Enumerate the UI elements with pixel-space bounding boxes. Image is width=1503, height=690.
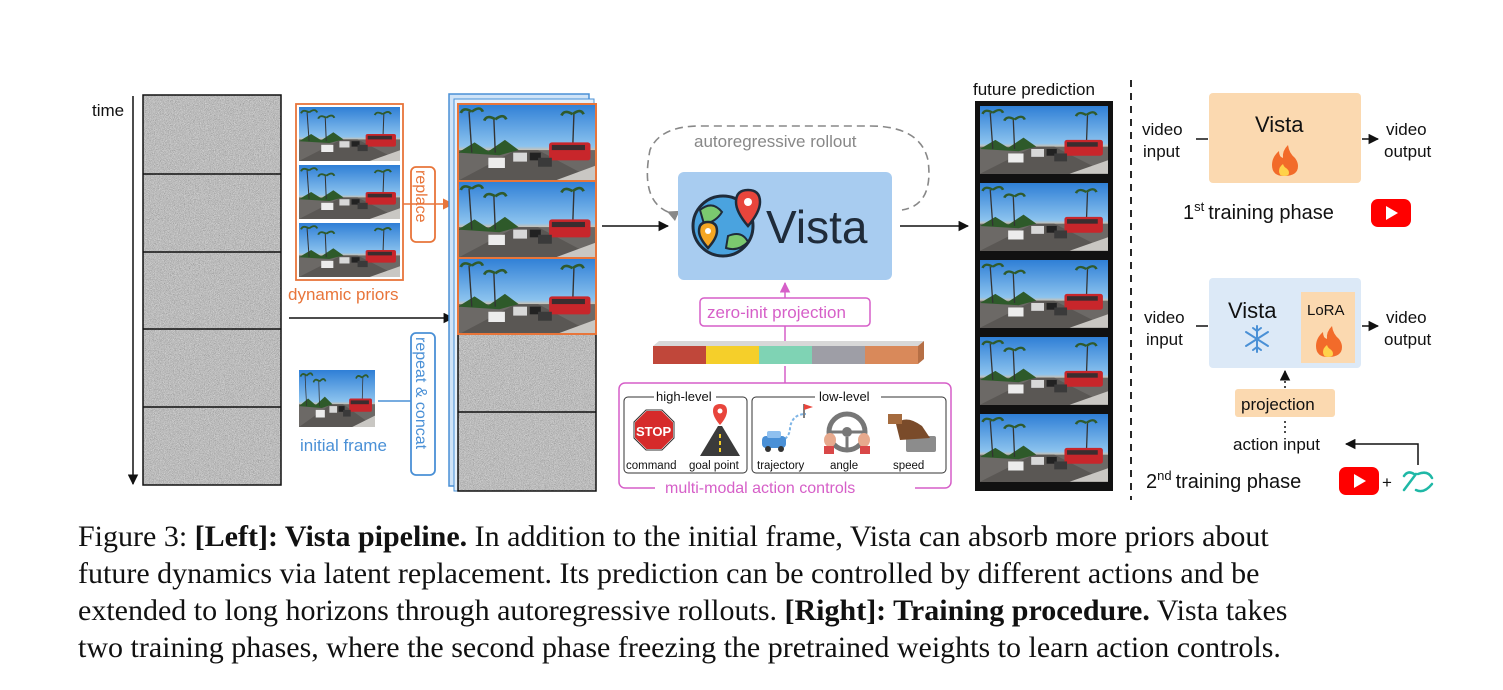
- phase1-output-line1: video: [1386, 120, 1427, 139]
- control-label-angle: angle: [830, 460, 858, 472]
- action-token-1: [706, 346, 759, 364]
- projection-box: [1235, 389, 1335, 417]
- autoregressive-label: autoregressive rollout: [694, 132, 857, 151]
- snowflake-icon: [1245, 325, 1269, 353]
- initial-frame-image: [298, 369, 376, 428]
- caption-right-title: [Right]: Training procedure.: [784, 594, 1150, 627]
- action-token-bar: [653, 341, 924, 364]
- lora-fire-icon: [1316, 326, 1342, 357]
- caption-line-1: Figure 3: [Left]: Vista pipeline. In add…: [78, 520, 1269, 553]
- steering-wheel-icon: [824, 411, 870, 454]
- action-token-2: [759, 346, 812, 364]
- phase2-input-line1: video: [1144, 308, 1185, 327]
- action-input-label: action input: [1233, 435, 1320, 454]
- phase1-fire-icon: [1272, 145, 1298, 176]
- phase1-vista-box: [1209, 93, 1361, 183]
- lora-label: LoRA: [1307, 302, 1345, 319]
- repeat-concat-tag: [410, 332, 436, 476]
- future-prediction-frames: [975, 101, 1113, 491]
- initial-frame-label: initial frame: [300, 436, 387, 455]
- caption-left-title: [Left]: Vista pipeline.: [194, 520, 468, 553]
- phase2-output-line2: output: [1384, 330, 1432, 349]
- action-input-arrow: [1344, 438, 1419, 465]
- phase2-vista-label: Vista: [1228, 298, 1277, 323]
- control-labels: command goal point trajectory angle spee…: [626, 460, 924, 472]
- action-token-4: [865, 346, 918, 364]
- high-level-label: high-level: [656, 389, 712, 404]
- trajectory-icon: [762, 404, 813, 452]
- action-token-top: [653, 341, 924, 346]
- vista-title: Vista: [766, 201, 868, 253]
- goal-point-icon: [700, 404, 740, 456]
- low-level-label: low-level: [819, 389, 870, 404]
- replace-label: replace: [412, 170, 429, 223]
- phase2-input-line2: input: [1146, 330, 1183, 349]
- caption-line-3: extended to long horizons through autore…: [78, 594, 1288, 627]
- control-label-trajectory: trajectory: [757, 460, 805, 472]
- dynamic-priors-box: [295, 103, 404, 281]
- caption-line-2: future dynamics via latent replacement. …: [78, 557, 1260, 590]
- multimodal-label: multi-modal action controls: [665, 480, 855, 497]
- projection-label: projection: [1241, 395, 1315, 414]
- action-data-icon: [1402, 471, 1434, 493]
- phase1-input-line1: video: [1142, 120, 1183, 139]
- action-token-0: [653, 346, 706, 364]
- action-token-side: [918, 341, 924, 364]
- time-label: time: [92, 101, 124, 120]
- vista-figure: time dynamic priors replace initial fram…: [92, 80, 1434, 500]
- future-prediction-label: future prediction: [973, 80, 1095, 99]
- dynamic-priors-label: dynamic priors: [288, 285, 399, 304]
- phase1-output-line2: output: [1384, 142, 1432, 161]
- figure-caption: Figure 3: [Left]: Vista pipeline. In add…: [78, 518, 1478, 666]
- phase1-vista-label: Vista: [1255, 112, 1304, 137]
- globe-pin-icon: [691, 188, 762, 258]
- control-label-command: command: [626, 460, 677, 472]
- control-label-goal-point: goal point: [689, 460, 740, 472]
- plus-sign: +: [1382, 473, 1392, 492]
- latent-stack: [448, 93, 598, 492]
- caption-line-4: two training phases, where the second ph…: [78, 631, 1281, 664]
- phase2-output-line1: video: [1386, 308, 1427, 327]
- repeat-concat-label: repeat & concat: [412, 337, 429, 450]
- stop-sign-icon: STOP: [633, 409, 675, 451]
- noise-frames: [142, 94, 282, 486]
- phase1-input-line2: input: [1143, 142, 1180, 161]
- speed-pedal-icon: [888, 414, 936, 452]
- zero-init-label: zero-init projection: [707, 303, 846, 322]
- action-token-3: [812, 346, 865, 364]
- youtube-icon: [1371, 199, 1411, 227]
- control-label-speed: speed: [893, 460, 924, 472]
- autoregressive-loop: [646, 125, 930, 222]
- svg-text:STOP: STOP: [636, 424, 671, 439]
- youtube-icon-2: [1339, 467, 1379, 495]
